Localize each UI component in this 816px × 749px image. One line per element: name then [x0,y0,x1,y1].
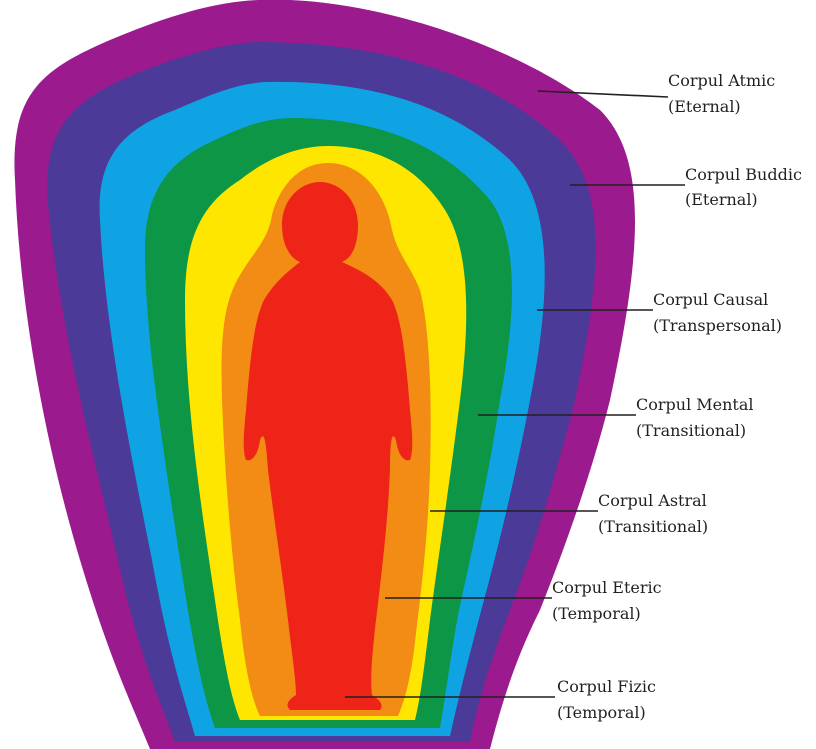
label-eteric-name: Corpul Eteric [552,578,662,597]
label-fizic-name: Corpul Fizic [557,677,656,696]
label-fizic-type: (Temporal) [557,703,646,722]
label-eteric-type: (Temporal) [552,604,641,623]
label-atmic-name: Corpul Atmic [668,71,775,90]
label-astral-name: Corpul Astral [598,491,707,510]
label-mental-type: (Transitional) [636,421,746,440]
label-mental-name: Corpul Mental [636,395,754,414]
label-buddic-type: (Eternal) [685,190,758,209]
label-atmic-type: (Eternal) [668,97,741,116]
label-causal-name: Corpul Causal [653,290,768,309]
label-buddic-name: Corpul Buddic [685,165,802,184]
label-causal-type: (Transpersonal) [653,316,782,335]
label-astral-type: (Transitional) [598,517,708,536]
